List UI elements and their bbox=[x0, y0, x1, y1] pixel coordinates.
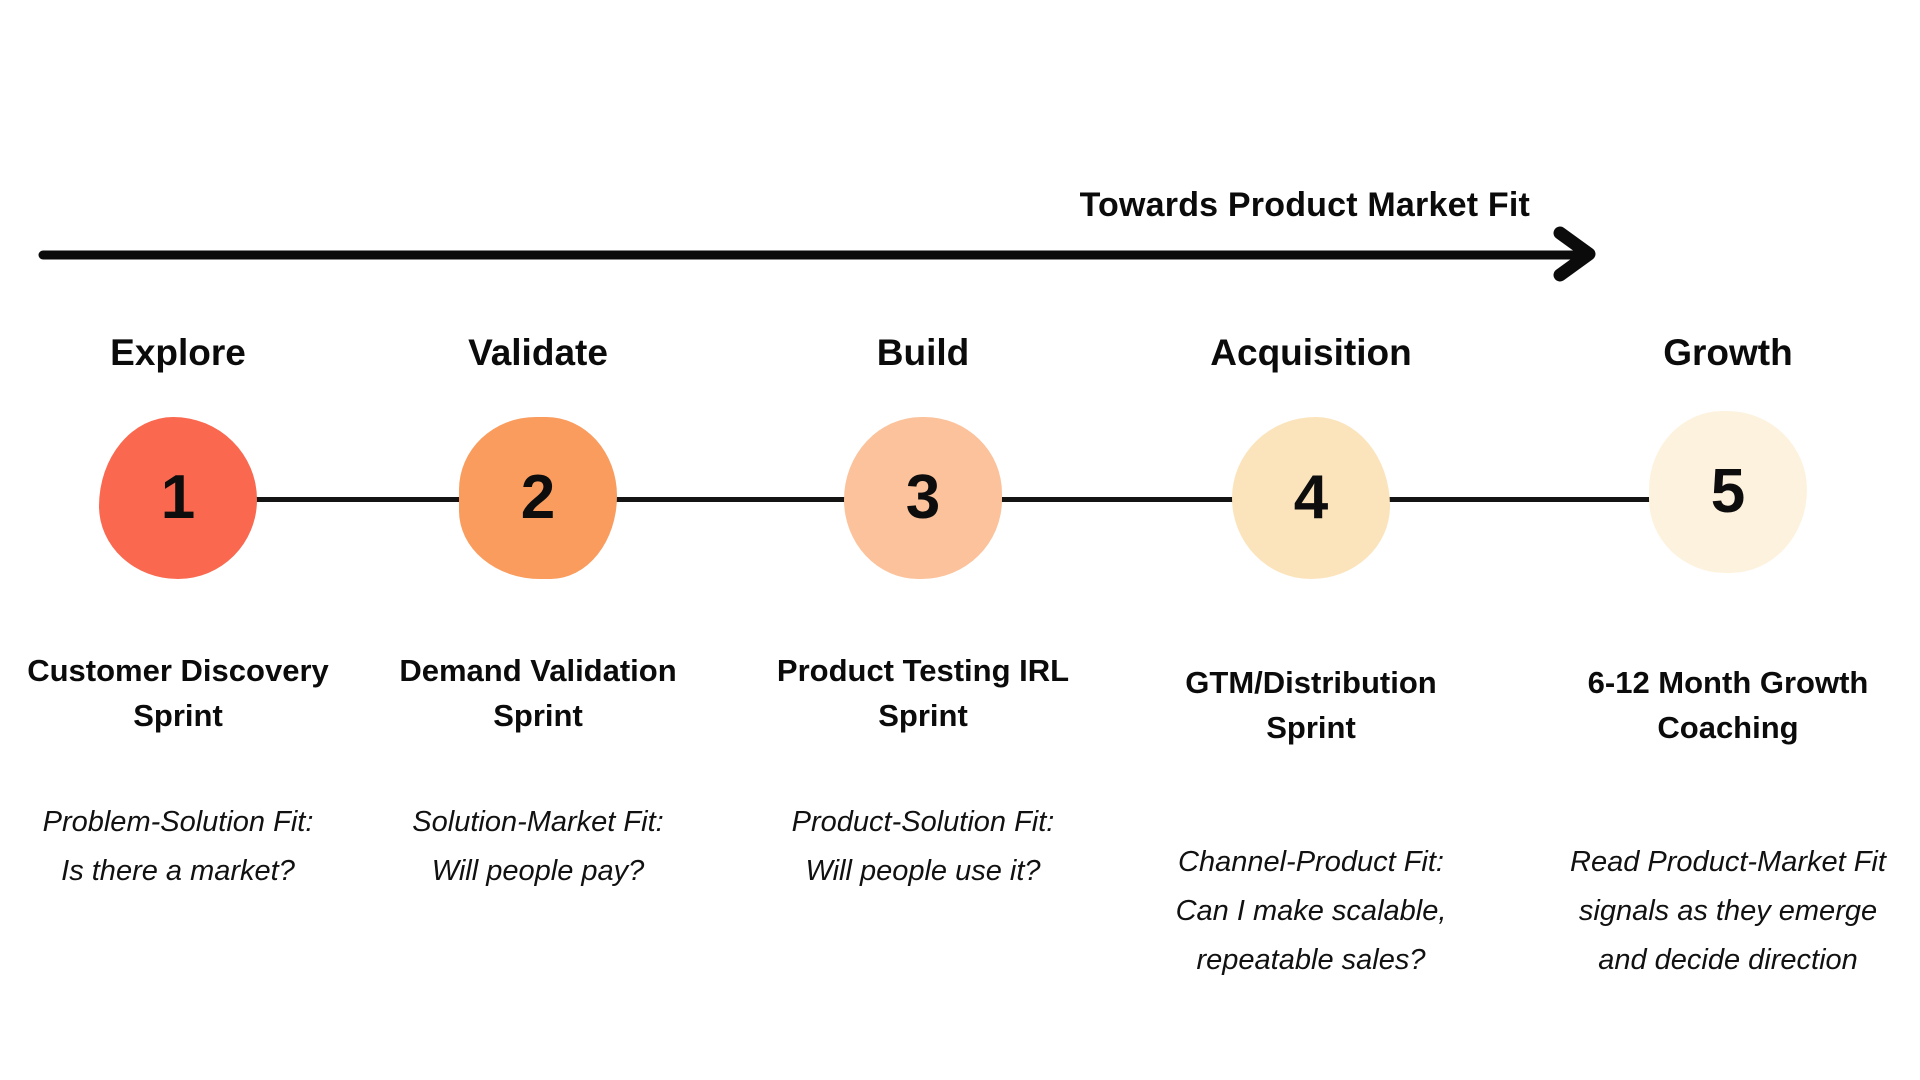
stage-circle-4: 4 bbox=[1232, 417, 1390, 579]
stage-circle-1: 1 bbox=[99, 417, 257, 579]
stage-heading-explore: Explore bbox=[110, 332, 246, 373]
stage-number-1: 1 bbox=[160, 463, 196, 532]
stage-number-3: 3 bbox=[905, 463, 941, 532]
right-arrow-icon bbox=[38, 226, 1596, 282]
stage-heading-acquisition: Acquisition bbox=[1210, 332, 1412, 373]
stage-title-3: Product Testing IRL Sprint bbox=[776, 653, 1070, 733]
stage-heading-build: Build bbox=[876, 332, 970, 373]
stage-description-2: Solution-Market Fit: Will people pay? bbox=[412, 806, 664, 887]
stage-description-5: Read Product-Market Fit signals as they … bbox=[1570, 846, 1886, 976]
stage-title-5: 6-12 Month Growth Coaching bbox=[1587, 665, 1869, 745]
arrow-label: Towards Product Market Fit bbox=[1079, 186, 1530, 224]
stage-heading-validate: Validate bbox=[468, 332, 608, 373]
stage-description-3: Product-Solution Fit: Will people use it… bbox=[791, 806, 1055, 887]
stage-heading-growth: Growth bbox=[1663, 332, 1793, 373]
stage-circle-2: 2 bbox=[459, 417, 617, 579]
stage-title-2: Demand Validation Sprint bbox=[399, 653, 677, 733]
stage-description-1: Problem-Solution Fit: Is there a market? bbox=[42, 806, 314, 887]
stage-circle-5: 5 bbox=[1649, 411, 1807, 573]
stage-number-5: 5 bbox=[1710, 457, 1746, 526]
stage-circle-3: 3 bbox=[844, 417, 1002, 579]
stage-title-1: Customer Discovery Sprint bbox=[27, 653, 329, 733]
stage-description-4: Channel-Product Fit: Can I make scalable… bbox=[1175, 846, 1447, 976]
stage-number-4: 4 bbox=[1293, 463, 1329, 532]
stage-number-2: 2 bbox=[520, 463, 556, 532]
stage-title-4: GTM/Distribution Sprint bbox=[1185, 665, 1437, 745]
